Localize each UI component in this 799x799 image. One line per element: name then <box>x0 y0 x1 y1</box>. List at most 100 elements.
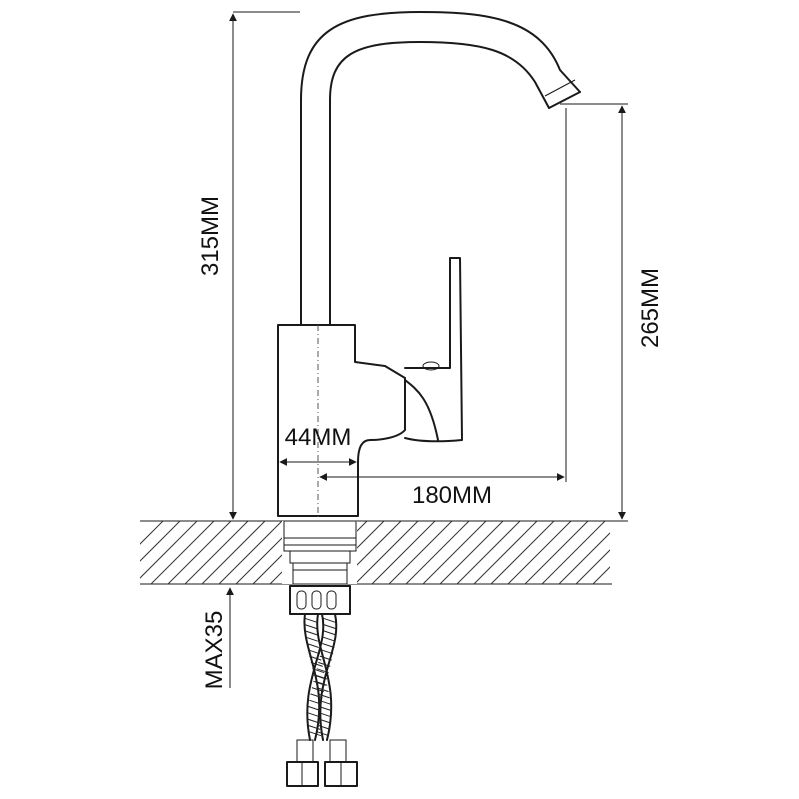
hose-left-edge-b <box>316 613 333 741</box>
handle-lever <box>404 257 463 443</box>
hatch-line <box>405 521 470 584</box>
hose-left-braid-tick <box>304 630 318 636</box>
hatch-line <box>541 521 606 584</box>
hatch-line <box>150 521 215 584</box>
hatch-line <box>218 521 283 584</box>
hatch-line <box>456 521 521 584</box>
hose-right-braid-tick <box>307 712 321 718</box>
dimension-total-height: 315MM <box>197 11 300 522</box>
shank-lower <box>292 562 348 585</box>
hatch-line <box>201 521 266 584</box>
hose-left-braid-tick <box>310 661 323 667</box>
dimension-body-diameter: 44MM <box>279 424 357 466</box>
hose-right-braid-tick <box>322 643 335 648</box>
hose-braiding <box>304 617 336 737</box>
label-spout-height: 265MM <box>637 268 664 348</box>
spout-inner-contour <box>329 41 550 326</box>
handle-base-curve <box>404 379 439 441</box>
hose-left-crimp <box>296 739 314 763</box>
hose-right-braid-tick <box>321 649 334 655</box>
hatch-line <box>140 521 181 562</box>
hose-left-braid-tick <box>318 706 332 711</box>
hatch-line <box>354 521 419 584</box>
label-body-diameter: 44MM <box>285 424 352 451</box>
hose-left-braid-tick <box>306 643 319 648</box>
hatch-line <box>609 583 610 584</box>
hose-right-braid-tick <box>311 687 325 693</box>
hatch-line <box>592 566 610 584</box>
hose-right-braid-tick <box>323 636 336 642</box>
hose-left-braid-tick <box>318 724 331 730</box>
hatch-line <box>490 521 555 584</box>
mounting-hole <box>282 521 357 584</box>
hose-right-braid-tick <box>308 706 321 711</box>
nut-slot-3 <box>326 590 337 610</box>
hose-left-end-nut <box>286 761 319 787</box>
hose-right-braid-tick <box>319 655 332 661</box>
label-total-height: 315MM <box>197 196 224 276</box>
hose-left-braid-tick <box>307 649 321 655</box>
nut-slot-2 <box>311 590 322 610</box>
dimension-spout-height: 265MM <box>360 103 664 522</box>
body-contour <box>277 324 406 517</box>
hatch-line <box>140 521 164 545</box>
faucet-body <box>277 324 406 517</box>
hose-right-braid-tick <box>308 731 322 737</box>
label-spout-reach: 180MM <box>412 482 492 509</box>
hose-right-braid-tick <box>310 693 323 699</box>
hose-left-braid-tick <box>305 636 318 642</box>
hatch-line <box>388 521 453 584</box>
hatch-line <box>524 521 589 584</box>
hose-left-braid-tick <box>319 712 332 718</box>
hatch-line <box>140 521 198 579</box>
faucet-spout <box>300 11 581 326</box>
hose-right-braid-tick <box>307 718 320 724</box>
hose-left-braid-tick <box>315 680 328 686</box>
hose-right-braid-tick <box>318 661 331 667</box>
hatch-line <box>371 521 436 584</box>
flexible-hoses <box>286 613 358 787</box>
hatch-line <box>644 521 707 584</box>
hatch-line <box>473 521 538 584</box>
hose-right-braid-tick <box>323 617 336 623</box>
countertop <box>140 520 741 585</box>
hose-right-braid-tick <box>323 630 336 636</box>
hose-right-braid-tick <box>309 699 322 705</box>
spout-aerator-end <box>548 91 581 109</box>
hose-left-braid-tick <box>318 699 331 705</box>
hatch-line <box>439 521 504 584</box>
hatch-line <box>678 521 741 584</box>
hose-right-braid-tick <box>323 624 336 630</box>
fixing-nut <box>289 585 351 615</box>
hose-left-braid-tick <box>316 687 329 693</box>
label-max-thickness: MAX35 <box>201 611 228 690</box>
hatch-line <box>661 521 724 584</box>
hose-right-braid-tick <box>307 724 321 730</box>
dimension-max-thickness: MAX35 <box>201 587 234 690</box>
hatch-line <box>507 521 572 584</box>
handle-screw <box>422 361 440 371</box>
spout-outer-contour <box>300 11 581 326</box>
hose-right-braid-tick <box>314 674 328 680</box>
dimension-spout-reach: 180MM <box>319 108 567 509</box>
faucet-handle <box>404 257 463 443</box>
countertop-hatching <box>140 521 741 584</box>
hatch-line <box>422 521 487 584</box>
mounting-shank <box>283 520 357 585</box>
hose-left-braid-tick <box>316 731 330 737</box>
hose-right-braid-tick <box>316 668 329 674</box>
spout-aerator-ring <box>544 79 576 97</box>
hatch-line <box>558 532 610 584</box>
hose-left-braid-tick <box>317 693 330 699</box>
hose-right-braid-tick <box>313 680 326 686</box>
hose-right-crimp <box>329 739 347 763</box>
hose-right-edge-b <box>319 613 338 741</box>
hose-right-end-nut <box>324 761 358 787</box>
hose-right-edge-a <box>306 613 325 741</box>
nut-body <box>289 585 351 615</box>
hatch-line <box>184 521 249 584</box>
hose-left-braid-tick <box>312 668 325 674</box>
nut-slot-1 <box>296 590 307 610</box>
